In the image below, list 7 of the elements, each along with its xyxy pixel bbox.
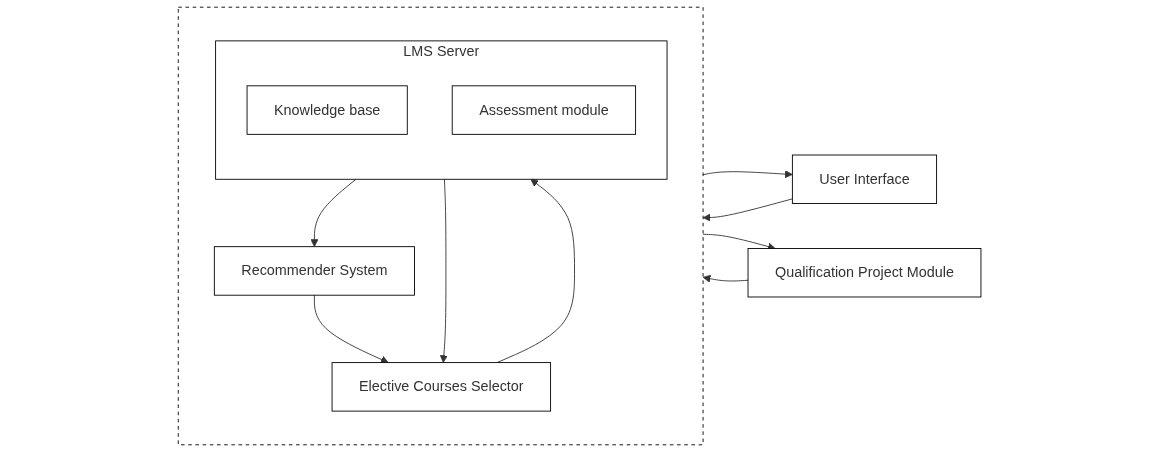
cluster	[177, 6, 704, 446]
node-box: Qualification Project Module	[747, 248, 982, 298]
node-box: User Interface	[791, 154, 937, 204]
node-box: Assessment module	[451, 85, 636, 135]
node-box: Recommender System	[213, 246, 415, 296]
node-box: Elective Courses Selector	[331, 362, 551, 412]
node-box: Knowledge base	[246, 85, 408, 135]
